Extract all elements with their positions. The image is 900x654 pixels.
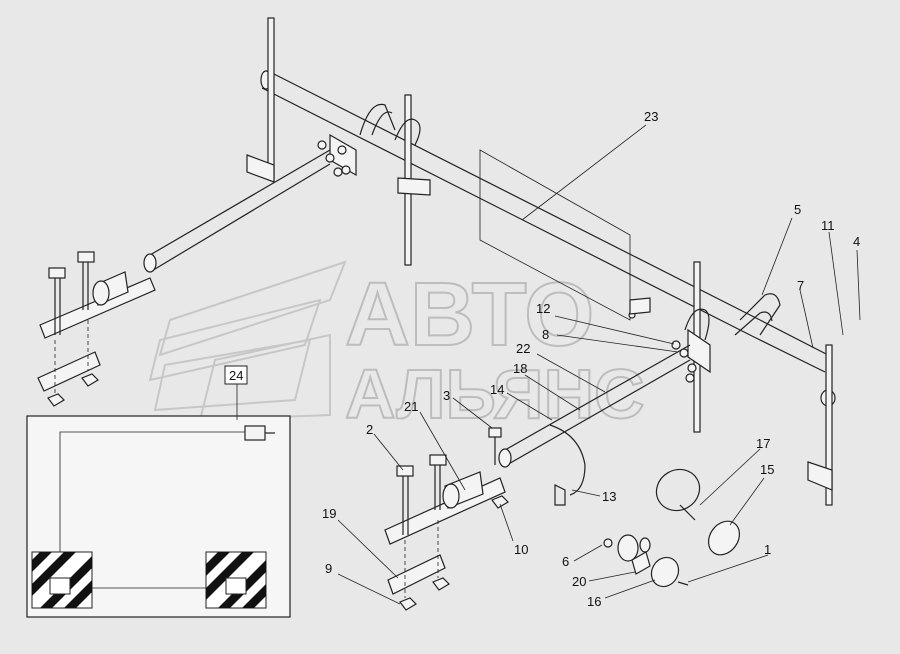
callout-17: 17	[756, 436, 770, 451]
wire-harness	[549, 424, 586, 506]
callout-2: 2	[366, 422, 373, 437]
panel-23	[479, 149, 631, 321]
callout-18: 18	[513, 361, 527, 376]
arm-right	[498, 297, 711, 468]
bracket-left	[246, 17, 275, 183]
callout-19: 19	[322, 506, 336, 521]
callout-16: 16	[587, 594, 601, 609]
callout-10: 10	[514, 542, 528, 557]
callout-20: 20	[572, 574, 586, 589]
callout-3: 3	[443, 388, 450, 403]
inset-box-24	[26, 415, 291, 618]
callout-1: 1	[764, 542, 771, 557]
callout-21: 21	[404, 399, 418, 414]
callout-23: 23	[644, 109, 658, 124]
bracket-far-right	[807, 344, 833, 506]
callout-11: 11	[821, 218, 835, 233]
callout-7: 7	[797, 278, 804, 293]
callout-24-box	[224, 365, 248, 385]
callout-14: 14	[490, 382, 504, 397]
arm-left	[143, 133, 357, 273]
clamp-right	[384, 427, 509, 611]
leader-lines	[236, 124, 861, 605]
marker-plate-right	[205, 551, 267, 609]
callout-5: 5	[794, 202, 801, 217]
watermark-line2: АЛЬЯНС	[345, 355, 645, 433]
callout-8: 8	[542, 327, 549, 342]
watermark-logo	[148, 260, 347, 422]
callout-12: 12	[536, 301, 550, 316]
clamp-left	[37, 251, 156, 407]
callout-22: 22	[516, 341, 530, 356]
callout-4: 4	[853, 234, 860, 249]
u-bolt-left	[359, 103, 396, 136]
callout-15: 15	[760, 462, 774, 477]
callout-labels: 1 2 3 4 5 6 7 8 9 10 11 12 13 14 15 16 1…	[224, 109, 860, 609]
lens-15	[707, 520, 741, 556]
callout-9: 9	[325, 561, 332, 576]
bracket-middle	[394, 94, 431, 266]
watermark-line1: АВТО	[345, 265, 594, 365]
lamp-ring-17	[655, 468, 701, 521]
callout-24: 24	[229, 368, 243, 383]
reflector-assembly	[603, 534, 689, 588]
marker-plate-left	[31, 551, 93, 609]
callout-13: 13	[602, 489, 616, 504]
callout-6: 6	[562, 554, 569, 569]
